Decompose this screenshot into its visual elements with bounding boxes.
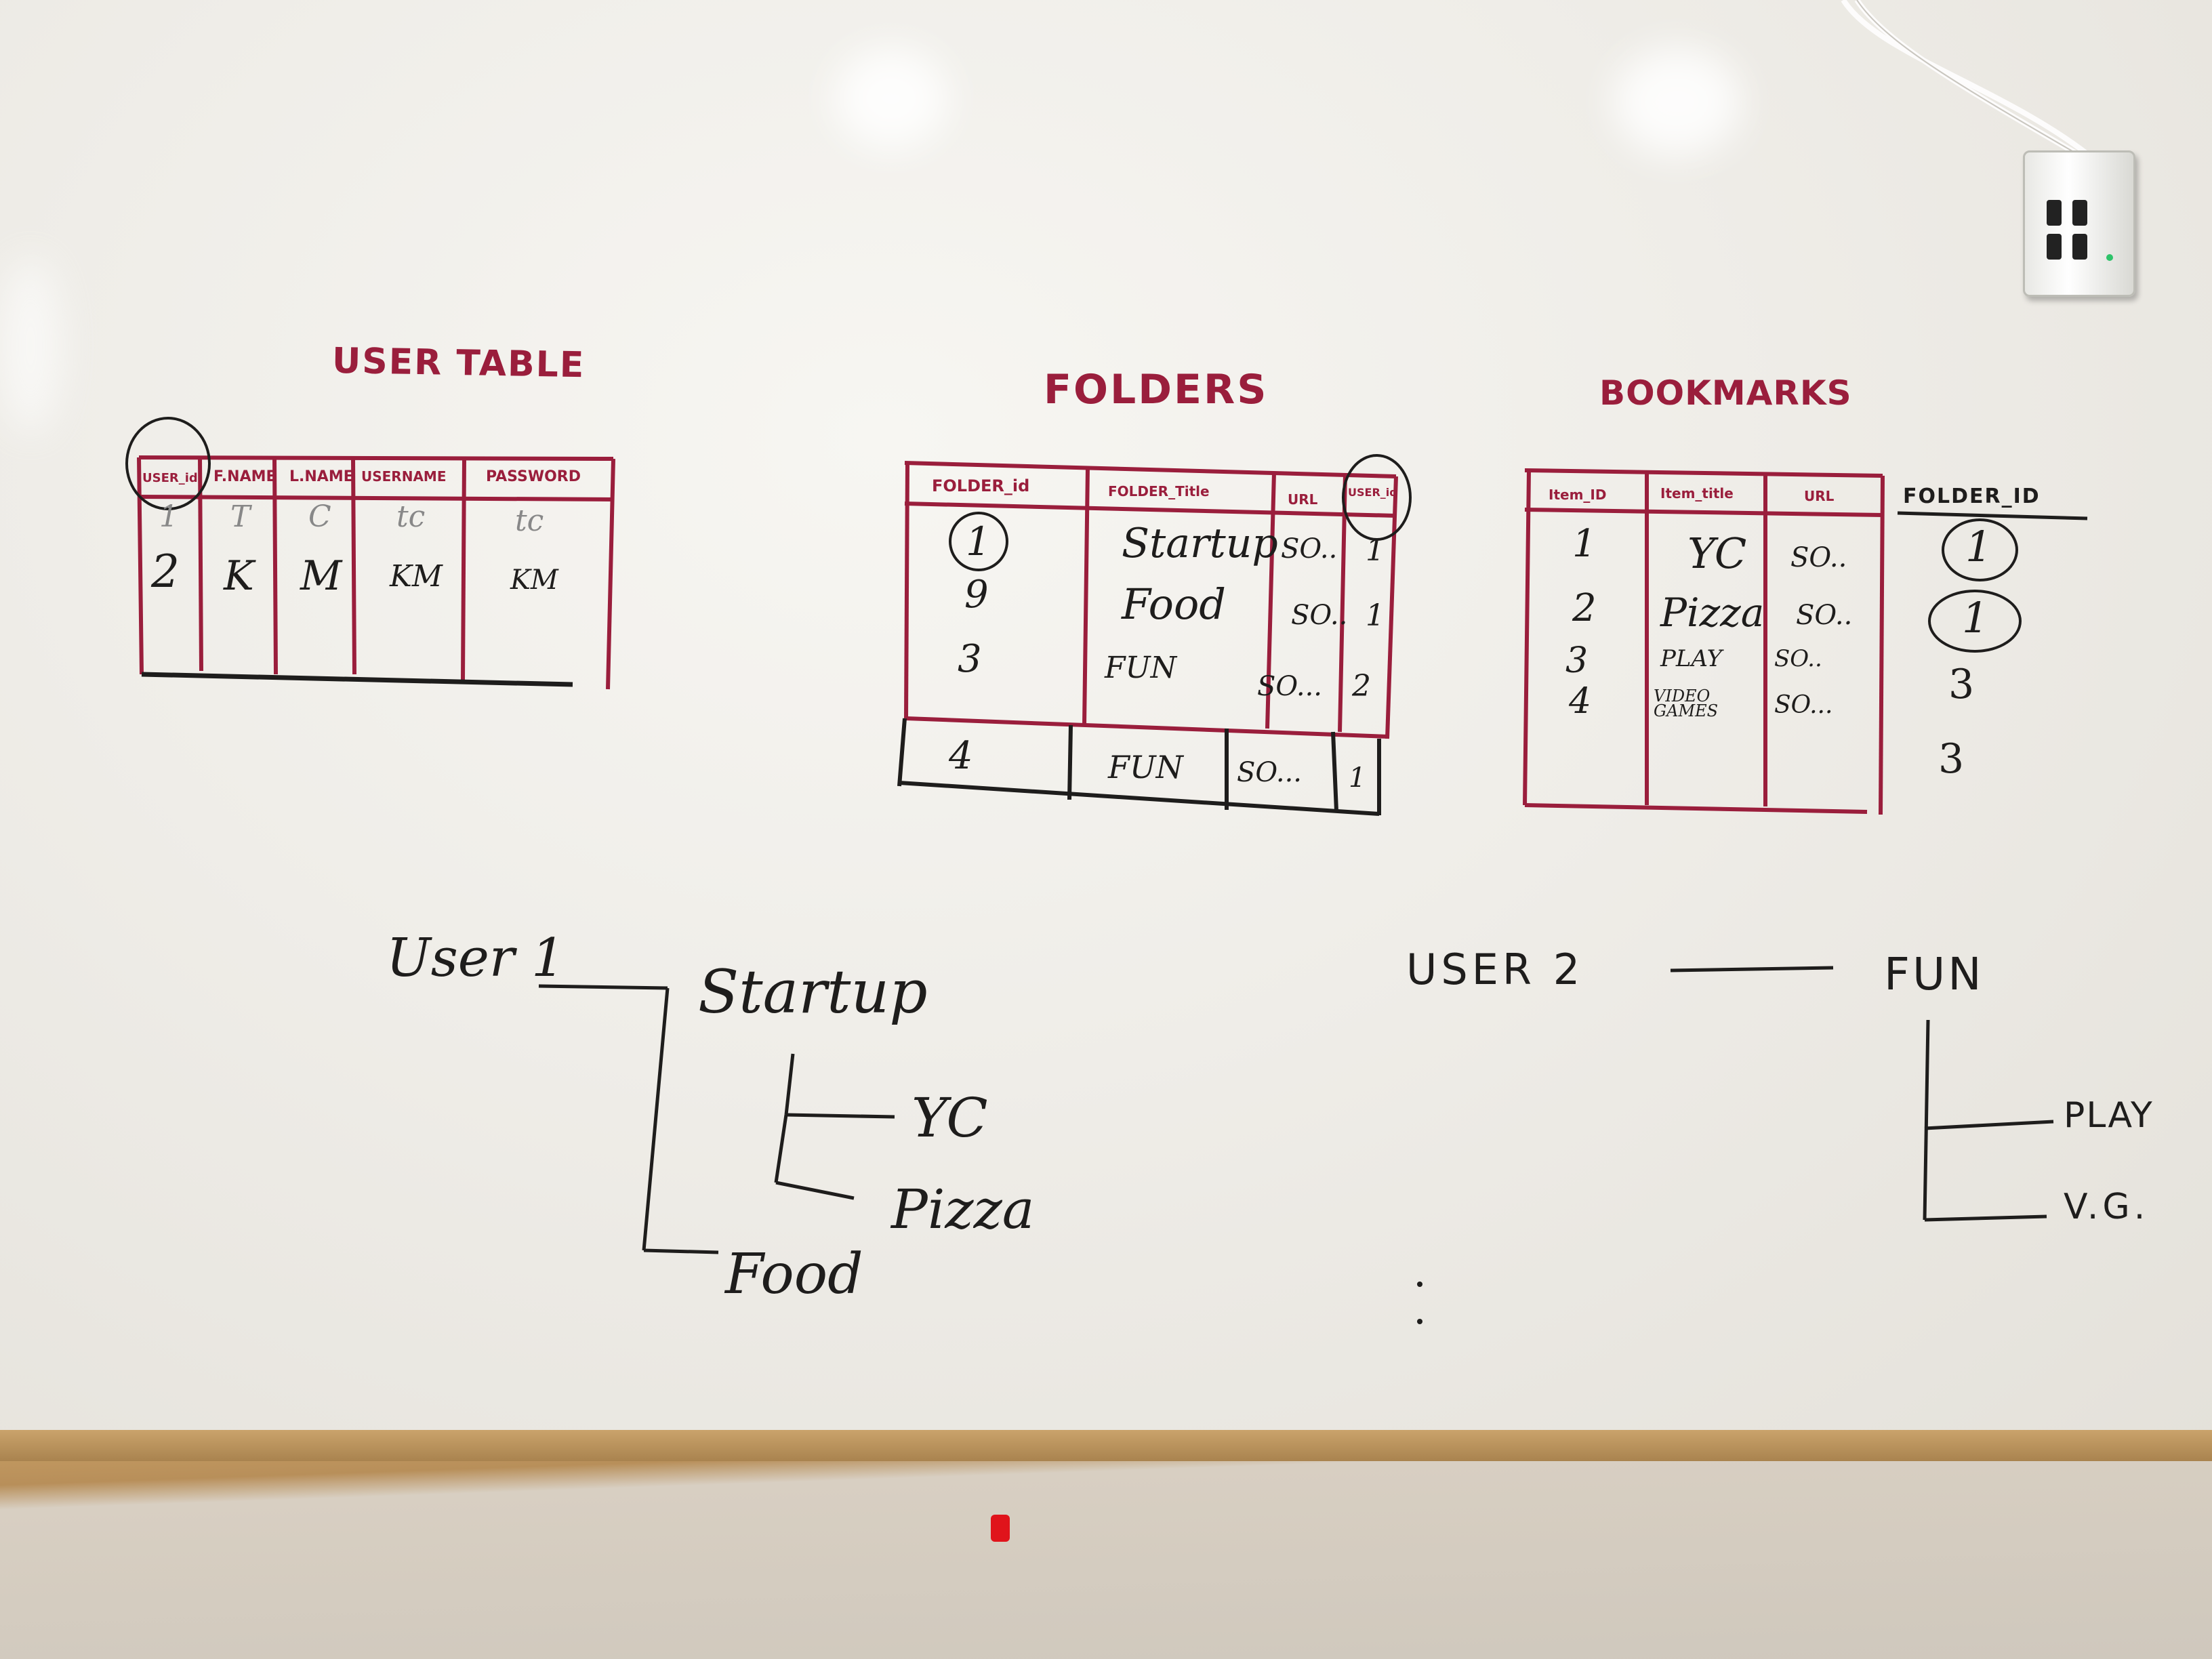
folders-title: FOLDERS	[1044, 366, 1269, 413]
tray-lip	[0, 1430, 2212, 1461]
tree2-folder: FUN	[1884, 948, 1984, 1000]
folders-table-grid	[897, 461, 1398, 816]
folder-cell: Startup	[1122, 520, 1278, 567]
folder-id-circle	[949, 512, 1008, 571]
outlet-socket	[2047, 234, 2062, 260]
user-col-lname: L.NAME	[289, 468, 354, 485]
user-cell: tc	[396, 499, 426, 534]
bookmark-folder-value: 1	[1965, 522, 1992, 571]
user-col-password: PASSWORD	[486, 468, 581, 485]
wall-outlet	[2023, 150, 2135, 297]
outlet-socket	[2047, 200, 2062, 226]
folder-cell: 2	[1352, 669, 1371, 703]
bookmark-cell: SO..	[1796, 600, 1853, 631]
tree1-root: User 1	[386, 928, 565, 989]
folder-cell: 1	[1366, 598, 1385, 633]
folder-cell: SO...	[1257, 671, 1322, 702]
outlet-socket	[2072, 200, 2087, 226]
user-cell: KM	[390, 559, 443, 594]
user-cell: tc	[515, 504, 544, 538]
folder-cell: SO...	[1237, 757, 1302, 788]
light-glare	[1613, 47, 1742, 156]
tree1-folder-a: Startup	[698, 957, 928, 1027]
folders-table: FOLDER_id FOLDER_Title URL USER_id 1 Sta…	[897, 454, 1420, 823]
folder-cell: FUN	[1105, 651, 1177, 685]
user-cell: T	[230, 499, 251, 534]
bookmarks-table: Item_ID Item_title URL 1 YC SO.. 2 Pizza…	[1523, 468, 1891, 820]
bookmark-folder-value: 3	[1938, 735, 1965, 783]
user-cell: K	[224, 552, 254, 600]
user-cell: C	[308, 499, 331, 534]
bookmark-cell: SO..	[1774, 645, 1822, 672]
folders-col-folder-id: FOLDER_id	[932, 476, 1030, 495]
outlet-socket	[2072, 234, 2087, 260]
bookmarks-title: BOOKMARKS	[1599, 373, 1852, 413]
folder-cell: SO..	[1281, 533, 1338, 565]
bookmark-cell: PLAY	[1660, 645, 1723, 672]
light-glare	[0, 258, 61, 434]
user-cell: 2	[151, 546, 180, 598]
bookmarks-table-grid	[1523, 468, 1885, 815]
user-cell: 1	[159, 499, 178, 534]
bookmark-cell: Pizza	[1660, 590, 1765, 636]
folder-id-circle	[1942, 518, 2018, 581]
user-table-title: USER TABLE	[331, 340, 586, 386]
user-table: USER_id F.NAME L.NAME USERNAME PASSWORD …	[125, 417, 615, 690]
user-col-username: USERNAME	[361, 468, 447, 485]
user-id-circle	[125, 417, 211, 510]
folder-cell: 4	[949, 734, 973, 778]
marker-tray	[0, 1430, 2212, 1659]
tree2-root: USER 2	[1406, 945, 1584, 994]
folder-cell: FUN	[1108, 749, 1183, 785]
bookmark-cell: 3	[1565, 640, 1589, 681]
power-cable	[1841, 0, 2096, 162]
bookmark-cell: YC	[1687, 529, 1747, 578]
bookmarks-col-item-title: Item_title	[1660, 485, 1734, 501]
bookmark-cell: 1	[1572, 522, 1597, 566]
bookmark-cell: SO..	[1790, 542, 1847, 573]
bookmark-cell: 2	[1572, 586, 1597, 630]
tree1-item: YC	[912, 1086, 988, 1149]
status-led	[2106, 254, 2113, 261]
user-cell: M	[300, 552, 342, 600]
red-magnet	[991, 1515, 1010, 1542]
bookmarks-col-url: URL	[1804, 488, 1835, 504]
whiteboard: USER TABLE USER_id F.NAME L.NAME USERNAM…	[0, 0, 2212, 1457]
folders-col-url: URL	[1288, 491, 1318, 508]
user-cell: KM	[510, 565, 558, 596]
tree1-folder-b: Food	[725, 1242, 863, 1307]
folders-col-folder-title: FOLDER_Title	[1108, 483, 1210, 499]
bookmark-folder-value: 3	[1948, 661, 1975, 708]
tree2-item: V.G.	[2064, 1187, 2150, 1227]
bookmark-cell: SO...	[1774, 691, 1833, 719]
folder-cell: Food	[1122, 579, 1226, 629]
folder-cell: 3	[958, 637, 982, 681]
bookmark-cell: VIDEO GAMES	[1654, 687, 1719, 720]
folder-cell: 1	[1366, 533, 1385, 568]
bookmarks-folder-id-header: FOLDER_ID	[1903, 485, 2041, 508]
light-glare	[834, 47, 949, 149]
bookmarks-col-item-id: Item_ID	[1549, 487, 1607, 503]
folder-cell: 9	[964, 573, 989, 617]
folders-user-id-circle	[1342, 454, 1412, 541]
tree1-item: Pizza	[891, 1178, 1035, 1241]
folder-cell: 1	[1349, 762, 1366, 794]
folder-cell: 1	[966, 518, 991, 565]
folder-id-circle	[1928, 590, 2022, 653]
bookmark-cell: 4	[1569, 681, 1592, 722]
tree2-item: PLAY	[2064, 1095, 2154, 1136]
bookmark-folder-value: 1	[1962, 593, 1989, 642]
folder-cell: SO..	[1291, 600, 1348, 631]
user-col-fname: F.NAME	[213, 468, 276, 485]
